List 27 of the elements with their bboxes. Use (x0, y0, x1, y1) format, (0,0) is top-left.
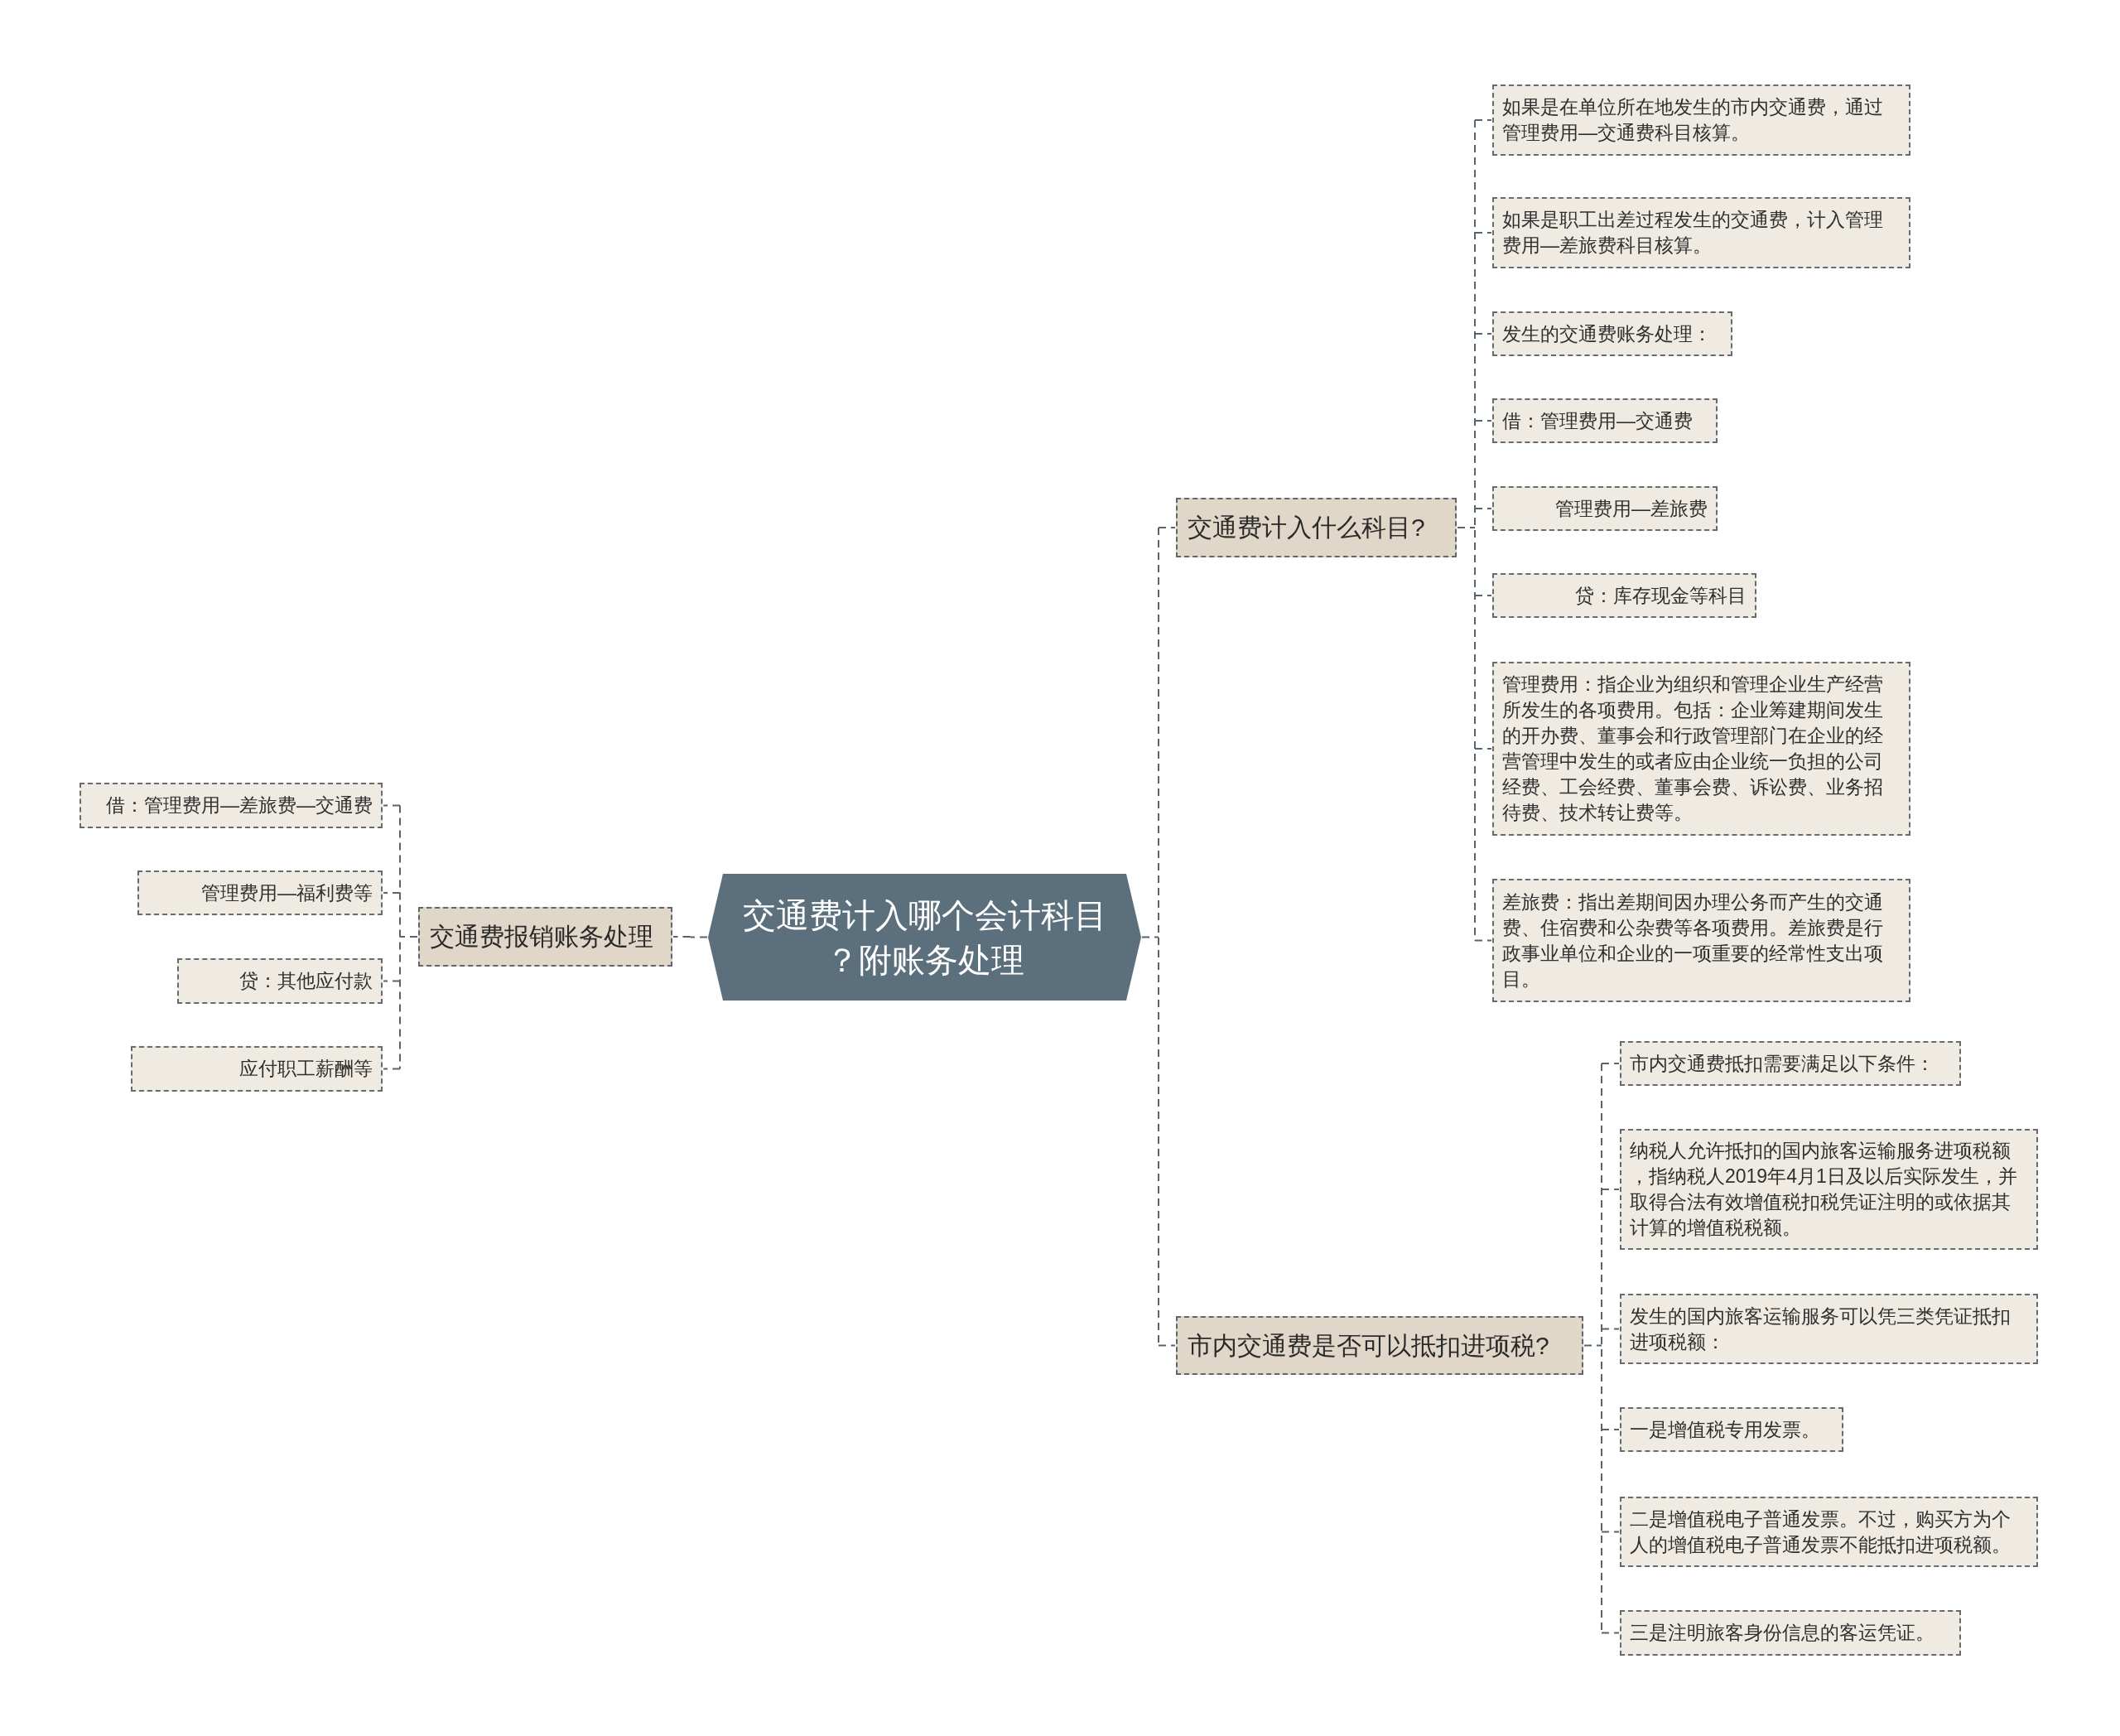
connector-line (672, 936, 708, 938)
note-box: 二是增值税电子普通发票。不过，购买方为个人的增值税电子普通发票不能抵扣进项税额。 (1620, 1497, 2038, 1567)
note-box: 市内交通费抵扣需要满足以下条件： (1620, 1041, 1961, 1086)
branch-connector (1457, 119, 1492, 942)
branch-connector (383, 804, 418, 1070)
note-box: 一是增值税专用发票。 (1620, 1407, 1843, 1452)
hexagon-topic: 交通费计入哪个会计科目？附账务处理 (708, 874, 1141, 1001)
note-box: 应付职工薪酬等 (131, 1046, 383, 1092)
note-box: 发生的国内旅客运输服务可以凭三类凭证抵扣进项税额： (1620, 1294, 2038, 1364)
note-box: 纳税人允许抵扣的国内旅客运输服务进项税额，指纳税人2019年4月1日及以后实际发生，并取得合法有效增值税扣税凭证注明的或依据其计算的增值税税额。 (1620, 1129, 2038, 1250)
topic-box: 市内交通费是否可以抵扣进项税? (1176, 1316, 1583, 1375)
branch-connector (1141, 527, 1176, 1347)
note-box: 贷：库存现金等科目 (1492, 573, 1756, 618)
branch-connector (1583, 1063, 1620, 1634)
note-box: 管理费用—福利费等 (137, 870, 383, 915)
topic-box: 交通费报销账务处理 (418, 907, 672, 967)
note-box: 发生的交通费账务处理： (1492, 311, 1732, 356)
note-box: 贷：其他应付款 (177, 958, 383, 1004)
note-box: 差旅费：指出差期间因办理公务而产生的交通费、住宿费和公杂费等各项费用。差旅费是行政事业单位和企业的一项重要的经常性支出项目。 (1492, 879, 1910, 1002)
note-box: 借：管理费用—交通费 (1492, 398, 1718, 443)
note-box: 管理费用：指企业为组织和管理企业生产经营所发生的各项费用。包括：企业筹建期间发生的开办费、董事会和行政管理部门在企业的经营管理中发生的或者应由企业统一负担的公司经费、工会经费、董事会费、诉讼费、业务招待费、技术转让费等。 (1492, 662, 1910, 836)
note-box: 管理费用—差旅费 (1492, 486, 1718, 531)
note-box: 如果是职工出差过程发生的交通费，计入管理费用—差旅费科目核算。 (1492, 197, 1910, 268)
note-box: 如果是在单位所在地发生的市内交通费，通过管理费用—交通费科目核算。 (1492, 84, 1910, 156)
note-box: 借：管理费用—差旅费—交通费 (80, 783, 383, 828)
note-box: 三是注明旅客身份信息的客运凭证。 (1620, 1610, 1961, 1656)
topic-box: 交通费计入什么科目? (1176, 498, 1457, 557)
